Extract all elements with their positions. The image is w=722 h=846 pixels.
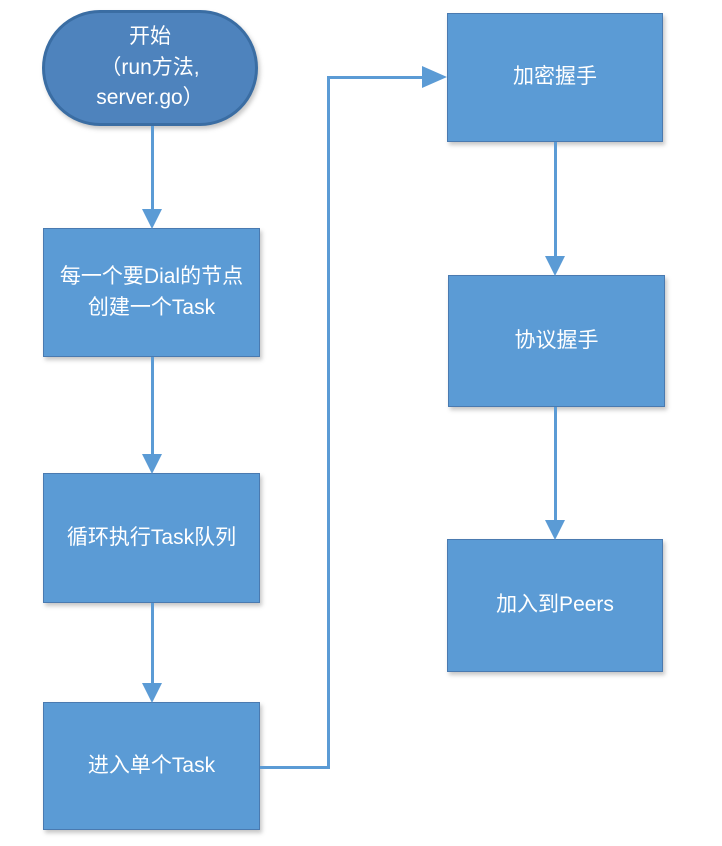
arrow-protocol-to-peers-head-icon — [545, 520, 565, 540]
arrow-single-task-to-crypto-top-segment — [327, 76, 423, 79]
arrow-single-task-to-crypto-vertical-segment — [327, 76, 330, 769]
node-enter-single-task: 进入单个Task — [43, 702, 260, 830]
node-join-peers: 加入到Peers — [447, 539, 663, 672]
arrow-loop-to-single-task-head-icon — [142, 683, 162, 703]
arrow-loop-to-single-task-line — [151, 603, 154, 683]
arrow-protocol-to-peers-line — [554, 407, 557, 520]
node-create-task: 每一个要Dial的节点创建一个Task — [43, 228, 260, 357]
arrow-start-to-create-task-line — [151, 126, 154, 210]
arrow-single-task-to-crypto-bottom-segment — [260, 766, 330, 769]
node-start: 开始 （run方法, server.go） — [42, 10, 258, 126]
arrow-create-task-to-loop-head-icon — [142, 454, 162, 474]
arrow-single-task-to-crypto-head-icon — [422, 66, 447, 88]
arrow-start-to-create-task-head-icon — [142, 209, 162, 229]
node-crypto-handshake: 加密握手 — [447, 13, 663, 142]
node-protocol-handshake: 协议握手 — [448, 275, 665, 407]
arrow-crypto-to-protocol-head-icon — [545, 256, 565, 276]
arrow-crypto-to-protocol-line — [554, 142, 557, 256]
arrow-create-task-to-loop-line — [151, 357, 154, 454]
node-loop-task-queue: 循环执行Task队列 — [43, 473, 260, 603]
